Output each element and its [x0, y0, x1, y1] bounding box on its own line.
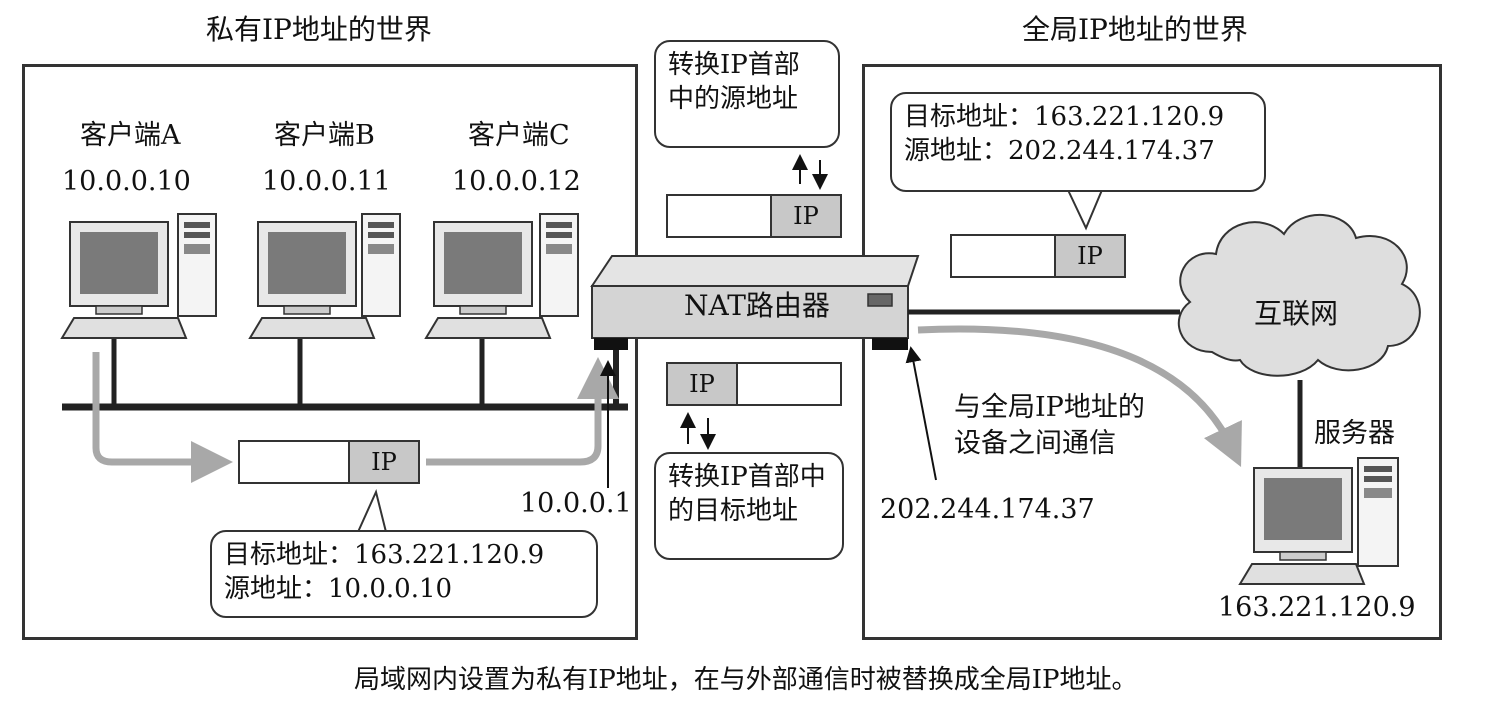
- global-packet-dest: 目标地址：163.221.120.9: [904, 100, 1252, 134]
- client-b-ip: 10.0.0.11: [262, 166, 391, 198]
- server-label: 服务器: [1314, 418, 1395, 450]
- client-c-ip: 10.0.0.12: [452, 166, 581, 198]
- computer-b-icon: [250, 214, 400, 338]
- global-packet-ip-header: IP: [1054, 236, 1124, 276]
- router-outbound-ip-header: IP: [770, 196, 840, 236]
- router-dest-note: 转换IP首部中 的目标地址: [654, 452, 844, 560]
- global-packet-info-bubble: 目标地址：163.221.120.9 源地址：202.244.174.37: [890, 92, 1266, 192]
- router-outbound-packet: IP: [666, 194, 842, 238]
- client-c-name: 客户端C: [468, 120, 570, 152]
- internet-label: 互联网: [1254, 298, 1338, 330]
- bubble-tail-global: [1068, 190, 1102, 228]
- gateway-ip-label: 10.0.0.1: [520, 488, 632, 520]
- router-wan-ip-label: 202.244.174.37: [880, 494, 1095, 526]
- internet-cloud-icon: [1179, 215, 1420, 376]
- bubble-tail-lan: [358, 492, 386, 532]
- router-dest-note-line2: 的目标地址: [668, 494, 830, 528]
- lan-packet: IP: [238, 440, 420, 484]
- router-inbound-ip-header: IP: [668, 364, 738, 404]
- lan-bus: [62, 338, 628, 407]
- computer-c-icon: [426, 214, 578, 338]
- lan-packet-src: 源地址：10.0.0.10: [224, 572, 584, 606]
- convert-arrows-bottom: [688, 418, 708, 444]
- router-source-note-line1: 转换IP首部: [668, 48, 826, 82]
- lan-packet-ip-header: IP: [348, 442, 418, 482]
- server-ip-label: 163.221.120.9: [1218, 592, 1416, 624]
- router-ip-pointer: [912, 354, 936, 480]
- global-comm-note-line1: 与全局IP地址的: [954, 392, 1145, 424]
- global-packet-src: 源地址：202.244.174.37: [904, 134, 1252, 168]
- lan-packet-info-bubble: 目标地址：163.221.120.9 源地址：10.0.0.10: [210, 530, 598, 618]
- nat-router-label: NAT路由器: [684, 290, 830, 322]
- diagram-caption: 局域网内设置为私有IP地址，在与外部通信时被替换成全局IP地址。: [354, 664, 1138, 696]
- server-icon: [1240, 458, 1398, 584]
- global-comm-note-line2: 设备之间通信: [954, 428, 1116, 460]
- router-dest-note-line1: 转换IP首部中: [668, 460, 830, 494]
- computer-a-icon: [62, 214, 216, 338]
- flow-arrow-right: [426, 378, 598, 462]
- client-a-name: 客户端A: [80, 120, 181, 152]
- global-packet: IP: [950, 234, 1126, 278]
- client-b-name: 客户端B: [274, 120, 375, 152]
- router-source-note-line2: 中的源地址: [668, 82, 826, 116]
- router-inbound-packet: IP: [666, 362, 842, 406]
- lan-packet-dest: 目标地址：163.221.120.9: [224, 538, 584, 572]
- client-a-ip: 10.0.0.10: [62, 166, 191, 198]
- router-source-note: 转换IP首部 中的源地址: [654, 40, 840, 148]
- private-world-title: 私有IP地址的世界: [206, 14, 432, 46]
- convert-arrows-top: [800, 160, 820, 184]
- global-world-title: 全局IP地址的世界: [1022, 14, 1248, 46]
